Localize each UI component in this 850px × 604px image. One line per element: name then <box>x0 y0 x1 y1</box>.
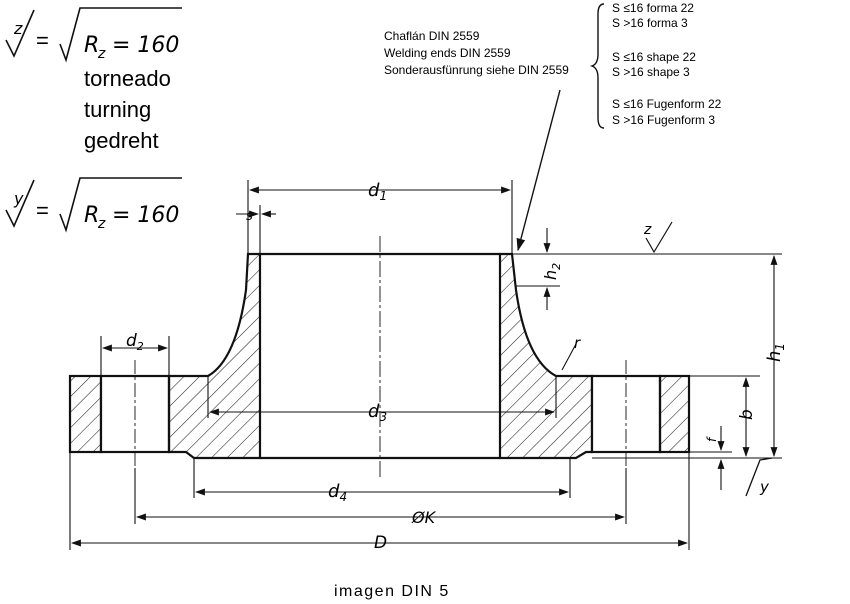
label-d-outer: D <box>374 533 387 553</box>
label-d1: d1 <box>368 180 387 203</box>
left-hub-section <box>167 252 262 460</box>
surface-symbol-z <box>645 221 673 254</box>
label-s: s <box>246 209 253 224</box>
right-ring-section <box>658 374 691 454</box>
label-h2: h2 <box>541 263 563 280</box>
svg-text:= 160: = 160 <box>112 33 179 58</box>
label-k: ØK <box>411 508 437 527</box>
svg-text:S ≤16 Fugenform 22: S ≤16 Fugenform 22 <box>612 97 722 111</box>
svg-text:S >16 shape 3: S >16 shape 3 <box>612 65 690 79</box>
label-h1: h1 <box>764 343 787 362</box>
weld-notes: Chaflán DIN 2559 Welding ends DIN 2559 S… <box>384 29 569 77</box>
surface-symbol-y <box>745 457 773 497</box>
svg-text:R: R <box>84 203 99 228</box>
svg-text:=: = <box>36 28 49 53</box>
svg-text:z: z <box>97 216 106 232</box>
svg-text:Chaflán DIN 2559: Chaflán DIN 2559 <box>384 29 480 43</box>
flange-section <box>68 236 691 478</box>
svg-text:turning: turning <box>84 97 151 122</box>
label-z: z <box>643 222 652 238</box>
svg-text:S ≤16 forma 22: S ≤16 forma 22 <box>612 1 694 15</box>
caption: imagen DIN 5 <box>334 583 450 600</box>
label-d3: d3 <box>368 401 387 424</box>
label-d2: d2 <box>126 331 144 353</box>
svg-text:torneado: torneado <box>84 66 171 91</box>
svg-text:gedreht: gedreht <box>84 128 159 153</box>
right-hub-section <box>498 252 594 460</box>
svg-text:= 160: = 160 <box>112 203 179 228</box>
roughness-symbol-y: y = R z = 160 <box>5 177 182 233</box>
shape-notes-brace <box>589 3 605 129</box>
label-d4: d4 <box>328 481 347 504</box>
left-ring-section <box>68 374 103 454</box>
svg-text:Welding ends DIN 2559: Welding ends DIN 2559 <box>384 46 511 60</box>
finish-words: torneado turning gedreht <box>84 66 171 153</box>
dimension-lines <box>69 180 782 550</box>
roughness-symbol-z: z = R z = 160 <box>5 7 182 63</box>
label-b: b <box>737 409 757 420</box>
svg-text:z: z <box>97 46 106 62</box>
shape-notes: S ≤16 forma 22 S >16 forma 3 S ≤16 shape… <box>612 1 722 127</box>
svg-text:Sonderausfünrung siehe DIN 255: Sonderausfünrung siehe DIN 2559 <box>384 63 569 77</box>
svg-text:z: z <box>13 19 23 38</box>
svg-text:S ≤16 shape 22: S ≤16 shape 22 <box>612 50 696 64</box>
svg-text:S >16 Fugenform 3: S >16 Fugenform 3 <box>612 113 715 127</box>
weld-note-leader <box>516 89 561 252</box>
label-y: y <box>759 478 770 496</box>
label-f: f <box>705 436 719 442</box>
label-r: r <box>574 334 581 352</box>
svg-text:y: y <box>13 189 24 208</box>
svg-text:R: R <box>84 33 99 58</box>
svg-text:=: = <box>36 198 49 223</box>
svg-text:S >16 forma 3: S >16 forma 3 <box>612 16 688 30</box>
